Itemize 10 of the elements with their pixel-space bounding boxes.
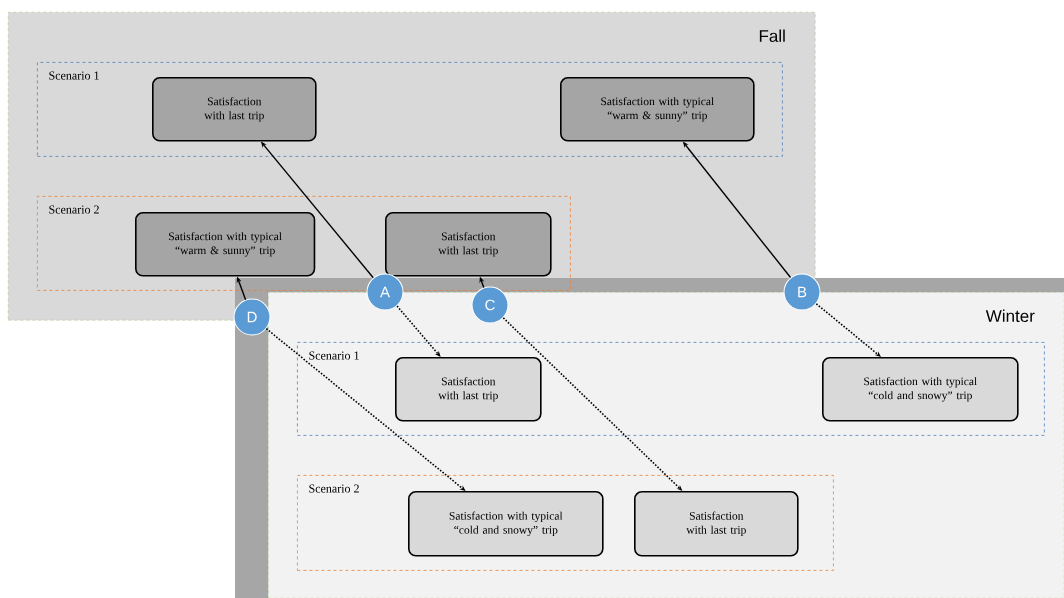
rounded-box: Satisfaction with last trip xyxy=(634,491,799,557)
arrow xyxy=(396,305,441,357)
rounded-box: Satisfaction with typical “warm & sunny” trip xyxy=(135,212,316,277)
rounded-box: Satisfaction with typical “cold and snowy” trip xyxy=(822,357,1019,422)
rounded-box: Satisfaction with typical “cold and snowy” trip xyxy=(408,491,604,557)
rounded-box: Satisfaction with typical “warm & sunny” trip xyxy=(560,77,755,142)
rounded-box: Satisfaction with last trip xyxy=(395,357,542,422)
rounded-box: Satisfaction with last trip xyxy=(152,77,317,142)
arrow xyxy=(265,327,466,491)
rounded-box: Satisfaction with last trip xyxy=(385,212,552,277)
